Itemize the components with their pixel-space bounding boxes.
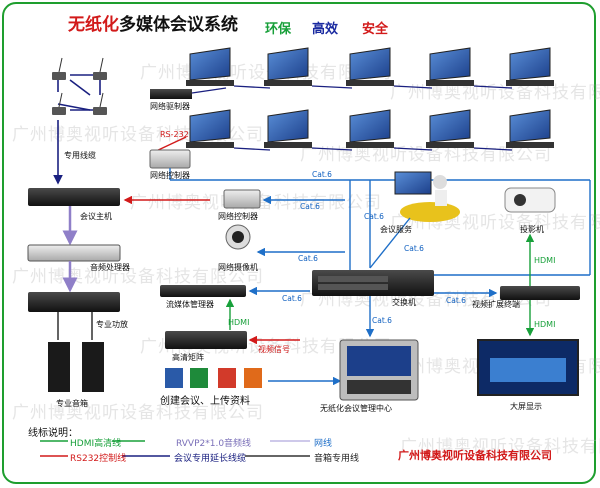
label-network-driver: 网络驱制器 — [150, 102, 190, 111]
legend-rs232: RS232控制线 — [70, 454, 127, 464]
label-hd-matrix: 高清矩阵 — [172, 353, 204, 362]
label-cat6: Cat.6 — [312, 170, 332, 179]
title-part2: 多媒体会议系统 — [119, 15, 238, 35]
label-pro-amp: 专业功放 — [96, 320, 128, 329]
label-projector: 投影机 — [520, 225, 544, 234]
legend-extension: 会议专用延长线缆 — [174, 454, 247, 464]
projector-device — [504, 187, 556, 213]
network-controller-mid-device — [223, 189, 261, 209]
legend-lines — [40, 440, 310, 457]
lift-screen-icons — [186, 47, 554, 148]
speaker-right — [82, 342, 104, 392]
label-management-center: 无纸化会议管理中心 — [320, 404, 392, 413]
label-audio-processor: 音频处理器 — [90, 263, 130, 272]
switch-device — [312, 270, 434, 296]
pro-amp-device — [28, 292, 120, 312]
driver-links — [191, 85, 513, 151]
network-driver-device — [150, 89, 192, 99]
legend-speaker: 音箱专用线 — [314, 454, 360, 464]
label-create-meeting: 创建会议、上传资料 — [160, 396, 250, 407]
microphone-icon — [52, 57, 107, 115]
legend-net: 网线 — [314, 439, 333, 449]
label-cat6: Cat.6 — [372, 316, 392, 325]
label-cat6: Cat.6 — [364, 212, 384, 221]
label-cat6: Cat.6 — [298, 254, 318, 263]
label-cat6: Cat.6 — [404, 244, 424, 253]
legend-title: 线标说明： — [28, 428, 78, 439]
video-extender-device — [500, 286, 580, 300]
conference-service-figure — [394, 171, 460, 222]
label-conference-service: 会议服务 — [380, 225, 412, 234]
label-video-extender: 视频扩展终端 — [472, 300, 520, 309]
page-title: 无纸化多媒体会议系统 — [68, 10, 238, 35]
hd-matrix-device — [165, 331, 247, 349]
label-dedicated-cable: 专用线缆 — [64, 151, 96, 160]
label-hdmi-matrix: HDMI — [228, 318, 250, 327]
title-part1: 无纸化 — [68, 15, 119, 35]
speaker-left — [48, 342, 70, 392]
legend-rvvp: RVVP2*1.0音频线 — [176, 439, 252, 449]
label-network-controller-left: 网络控制器 — [150, 171, 190, 180]
label-hdmi-projector: HDMI — [534, 256, 556, 265]
microphone-group — [53, 74, 101, 185]
network-controller-left-device — [149, 149, 191, 169]
outer-border — [2, 2, 596, 484]
label-hdmi-screen: HDMI — [534, 320, 556, 329]
document-icons — [165, 368, 262, 388]
label-network-camera: 网络摄像机 — [218, 263, 258, 272]
slogan-eco: 环保 — [265, 22, 292, 37]
label-conference-host: 会议主机 — [80, 212, 112, 221]
company-name: 广州博奥视听设备科技有限公司 — [398, 449, 552, 462]
label-cat6: Cat.6 — [300, 202, 320, 211]
label-rs232: RS-232 — [160, 130, 189, 139]
label-video-signal: 视频信号 — [258, 345, 290, 354]
label-switch: 交换机 — [392, 298, 416, 307]
slogan-safe: 安全 — [362, 22, 389, 37]
stream-media-device — [160, 285, 246, 297]
legend-hdmi: HDMI高清线 — [70, 439, 122, 449]
label-big-screen: 大屏显示 — [510, 402, 542, 411]
label-stream-media-manager: 流媒体管理器 — [166, 300, 214, 309]
label-cat6: Cat.6 — [446, 296, 466, 305]
slogan-efficient: 高效 — [312, 22, 339, 37]
audio-processor-device — [27, 244, 121, 262]
conference-host-device — [28, 188, 120, 206]
label-pro-speaker: 专业音箱 — [56, 399, 88, 408]
label-cat6: Cat.6 — [282, 294, 302, 303]
label-network-controller-mid: 网络控制器 — [218, 212, 258, 221]
